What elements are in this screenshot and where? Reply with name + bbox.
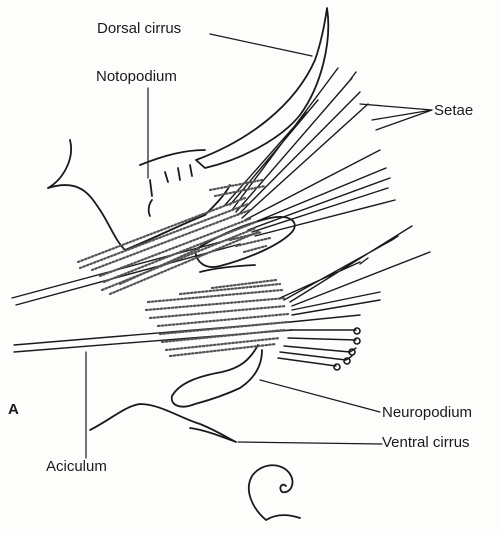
ventral-cirrus-shape (90, 404, 236, 442)
label-setae: Setae (434, 102, 473, 120)
neuropodial-setal-tips (334, 328, 360, 370)
label-dorsal-cirrus: Dorsal cirrus (97, 20, 181, 38)
panel-letter: A (8, 401, 19, 418)
notopodium-marks (149, 165, 192, 216)
label-ventral-cirrus: Ventral cirrus (382, 434, 470, 452)
label-aciculum: Aciculum (46, 458, 107, 476)
label-neuropodium: Neuropodium (382, 404, 472, 422)
neuropodial-setal-sac (146, 280, 288, 356)
setae-leader-lines (360, 104, 432, 130)
next-parapodium-fragment (249, 465, 300, 520)
label-notopodium: Notopodium (96, 68, 177, 86)
neuropodial-setae (278, 226, 430, 366)
